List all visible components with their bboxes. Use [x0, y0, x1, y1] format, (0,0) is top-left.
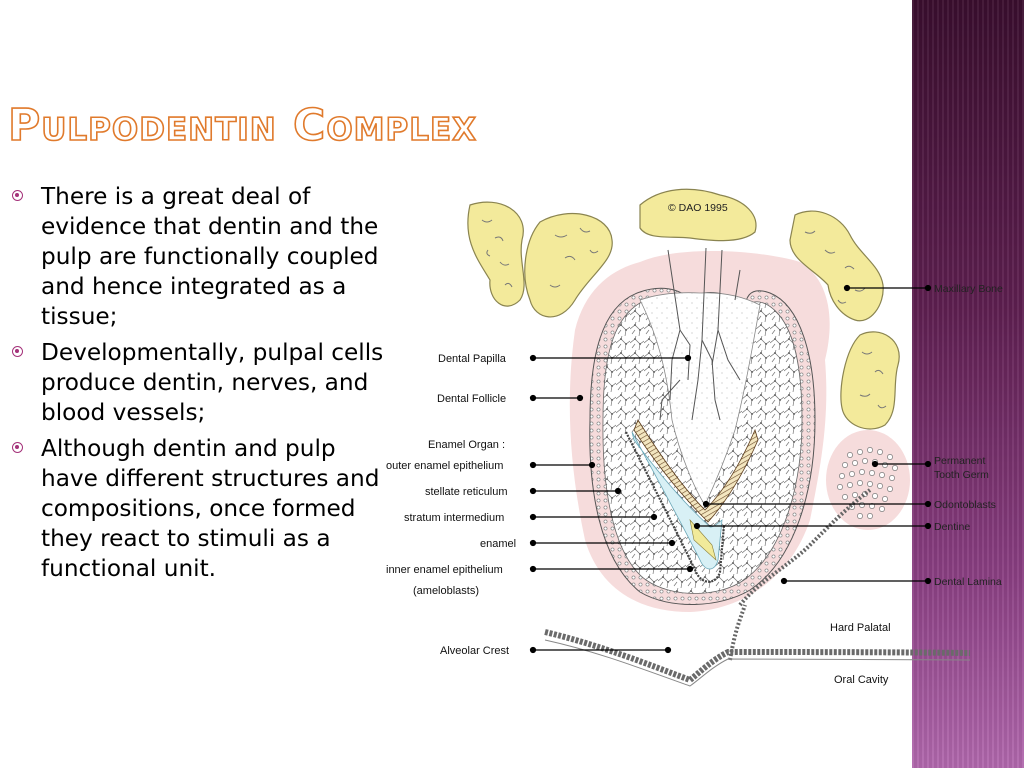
label-dental-follicle: Dental Follicle: [437, 393, 506, 405]
label-permanent: Permanent: [934, 455, 985, 467]
papilla-nerves: [659, 247, 741, 421]
label-enamel: enamel: [480, 538, 516, 550]
bullet-item: There is a great deal of evidence that d…: [12, 182, 390, 332]
label-ameloblasts: (ameloblasts): [413, 585, 479, 597]
label-inner-enamel-epithelium: inner enamel epithelium: [386, 564, 503, 576]
label-maxillary-bone: Maxillary Bone: [934, 283, 1003, 295]
label-odontoblasts: Odontoblasts: [934, 499, 996, 511]
tooth-development-diagram: © DAO 1995: [386, 188, 1003, 687]
dental-lamina: [728, 488, 872, 661]
label-dentine: Dentine: [934, 521, 970, 533]
label-oral-cavity: Oral Cavity: [834, 674, 889, 686]
label-dental-papilla: Dental Papilla: [438, 353, 507, 365]
bullet-list: There is a great deal of evidence that d…: [12, 182, 390, 590]
bone-trabeculae: [481, 219, 887, 409]
bullet-circle-icon: [12, 190, 23, 201]
bullet-item: Although dentin and pulp have different …: [12, 434, 390, 584]
slide-title: Pulpodentin Complex: [7, 99, 478, 152]
right-leader-lines: [693, 284, 932, 585]
bullet-circle-icon: [12, 442, 23, 453]
label-hard-palatal: Hard Palatal: [830, 622, 891, 634]
dentine-yellow-band: [689, 518, 717, 561]
label-stratum-intermedium: stratum intermedium: [404, 512, 504, 524]
label-stellate-reticulum: stellate reticulum: [425, 486, 508, 498]
label-dental-lamina: Dental Lamina: [934, 576, 1002, 588]
bullet-text: There is a great deal of evidence that d…: [41, 183, 379, 330]
bullet-text: Developmentally, pulpal cells produce de…: [41, 339, 384, 426]
label-tooth-germ: Tooth Germ: [934, 469, 989, 481]
label-outer-enamel-epithelium: outer enamel epithelium: [386, 460, 503, 472]
decorative-side-band: [912, 0, 1024, 768]
inner-enamel-epithelium: [625, 431, 726, 583]
oral-epithelium-inner: [544, 639, 971, 687]
odontoblast-layer: [633, 419, 759, 523]
oral-epithelium: [544, 629, 971, 684]
maxillary-bone-blobs: [467, 188, 900, 430]
bullet-text: Although dentin and pulp have different …: [41, 435, 380, 582]
label-enamel-organ: Enamel Organ :: [428, 439, 505, 451]
bullet-circle-icon: [12, 346, 23, 357]
left-leader-lines: [529, 354, 694, 654]
copyright-text: © DAO 1995: [668, 202, 728, 214]
label-alveolar-crest: Alveolar Crest: [440, 645, 509, 657]
bullet-item: Developmentally, pulpal cells produce de…: [12, 338, 390, 428]
dental-papilla: [639, 292, 761, 506]
